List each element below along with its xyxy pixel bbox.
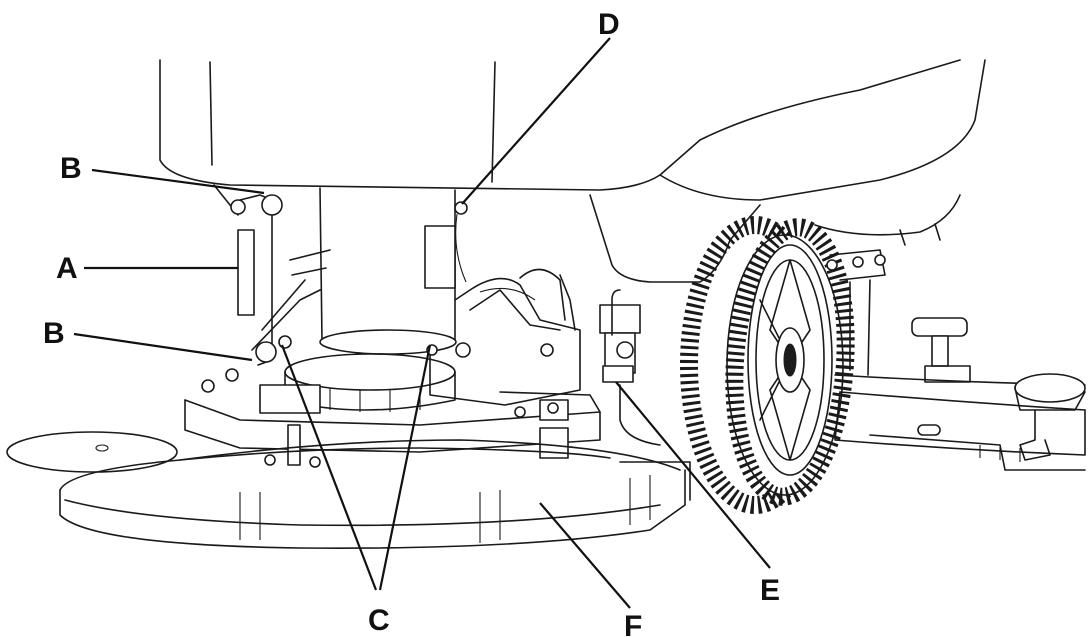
leader-e xyxy=(615,381,771,569)
brush-motor xyxy=(284,187,468,412)
callout-label-b-lower: B xyxy=(43,317,65,350)
callout-label-b-upper: B xyxy=(60,152,82,185)
callout-label-e: E xyxy=(760,574,780,607)
actuator-and-left-bracket xyxy=(213,184,331,366)
callout-label-d: D xyxy=(598,8,620,41)
leader-d xyxy=(461,37,611,205)
leader-c-right xyxy=(378,344,432,591)
callout-labels: A B B C D E F xyxy=(43,8,780,637)
callout-label-f: F xyxy=(624,610,642,637)
squeegee-assembly xyxy=(826,249,1086,471)
recovery-tank xyxy=(159,59,986,283)
drive-wheel xyxy=(680,216,855,514)
leader-lines xyxy=(73,37,771,609)
leader-b-lower xyxy=(73,332,253,362)
callout-label-a: A xyxy=(56,252,78,285)
callout-label-c: C xyxy=(368,604,390,637)
leader-c-left xyxy=(280,344,378,591)
brush-skirt xyxy=(6,431,691,549)
linkage-bracket xyxy=(426,268,581,406)
solenoid-valve-assembly xyxy=(559,274,661,446)
leader-f xyxy=(539,502,631,609)
leader-b-upper xyxy=(91,168,265,195)
